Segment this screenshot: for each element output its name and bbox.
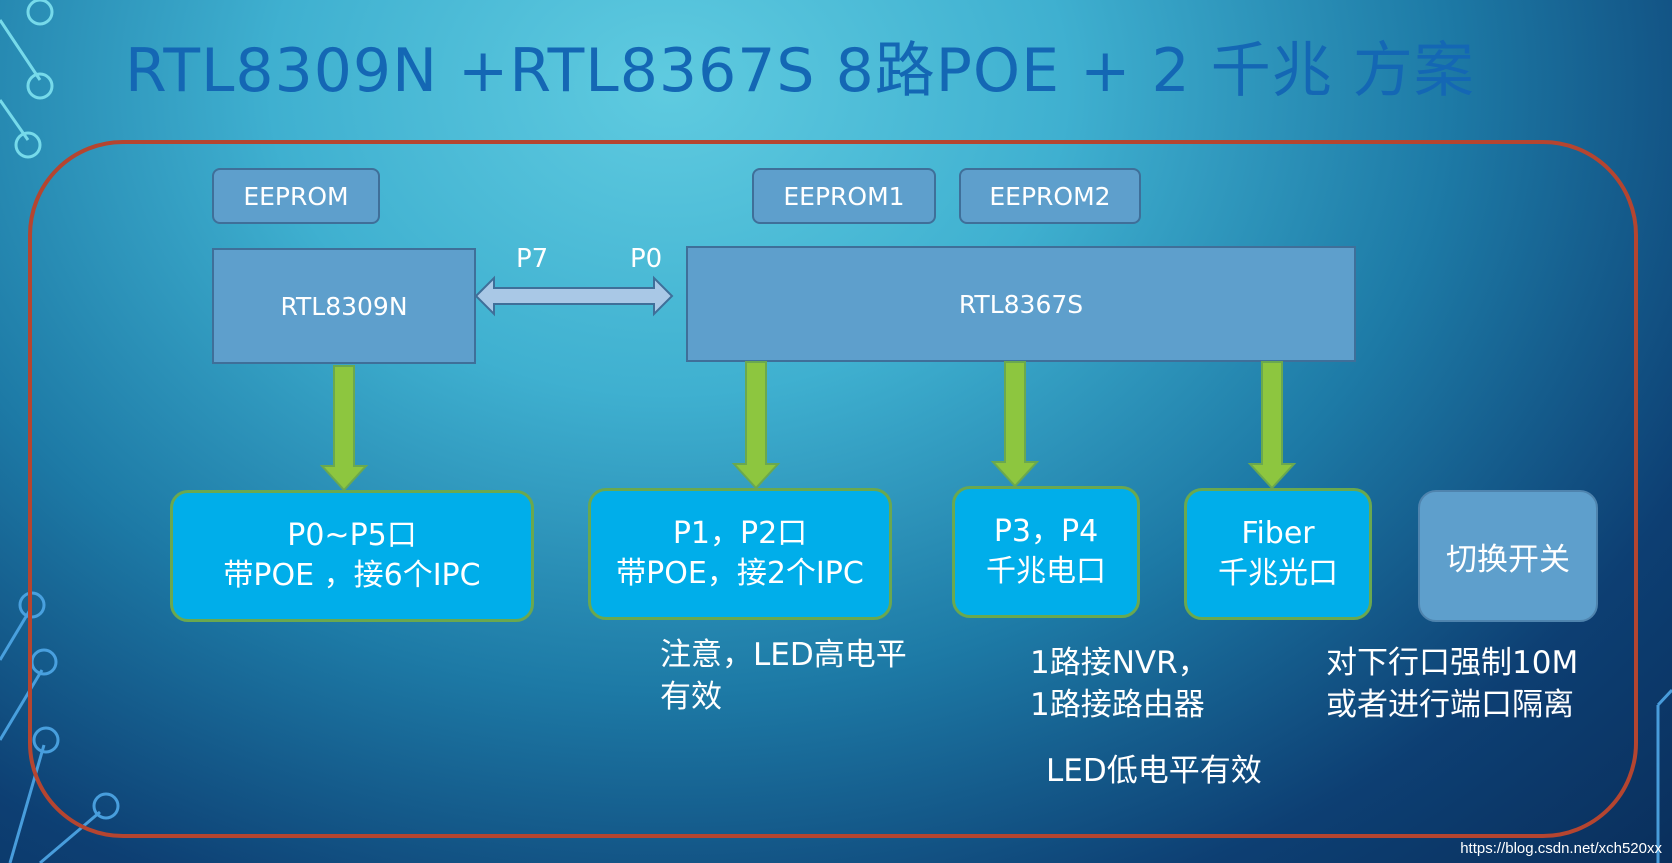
eeprom-box: EEPROM [212,168,380,224]
note-nvr-line1: 1路接NVR， [1030,645,1209,681]
eeprom2-box: EEPROM2 [959,168,1141,224]
port-fiber-line1: Fiber [1241,516,1315,551]
diagram-frame [28,140,1638,838]
down-arrow-p3p4 [990,361,1040,488]
port-box-p0-p5: P0~P5口 带POE ，接6个IPC [170,490,534,622]
port-box-p1-p2: P1，P2口 带POE，接2个IPC [588,488,892,620]
port-p3-p4-line2: 千兆电口 [986,554,1106,589]
note-force: 对下行口强制10M 或者进行端口隔离 [1326,642,1578,726]
down-arrow-p1p2 [731,361,781,490]
note-nvr: 1路接NVR， 1路接路由器 [1030,642,1209,726]
port-box-fiber: Fiber 千兆光口 [1184,488,1372,620]
down-arrow-fiber [1247,361,1297,490]
eeprom1-box: EEPROM1 [752,168,936,224]
watermark: https://blog.csdn.net/xch520xx [1460,840,1662,857]
double-arrow [474,275,674,317]
note-nvr-line2: 1路接路由器 [1030,687,1205,723]
port-p0-p5-line1: P0~P5口 [287,518,417,553]
switch-box: 切换开关 [1418,490,1598,622]
page-title: RTL8309N +RTL8367S 8路POE + 2 千兆 方案 [125,36,1475,106]
note-led-high: 注意，LED高电平 有效 [660,634,907,718]
port-p1-p2-line2: 带POE，接2个IPC [616,556,864,591]
note-led-high-line1: 注意，LED高电平 [660,637,907,673]
port-box-p3-p4: P3，P4 千兆电口 [952,486,1140,618]
p0-label: P0 [630,244,663,274]
port-p1-p2-line1: P1，P2口 [672,516,808,551]
p7-label: P7 [516,244,549,274]
note-force-line1: 对下行口强制10M [1326,645,1579,681]
port-p0-p5-line2: 带POE ，接6个IPC [223,558,481,593]
note-force-line2: 或者进行端口隔离 [1326,687,1574,723]
rtl8367s-chip: RTL8367S [686,246,1356,362]
port-p3-p4-line1: P3，P4 [993,514,1099,549]
rtl8309n-chip: RTL8309N [212,248,476,364]
down-arrow-left [319,365,369,492]
note-led-low: LED低电平有效 [1046,753,1262,789]
note-led-high-line2: 有效 [660,679,722,715]
port-fiber-line2: 千兆光口 [1218,556,1338,591]
